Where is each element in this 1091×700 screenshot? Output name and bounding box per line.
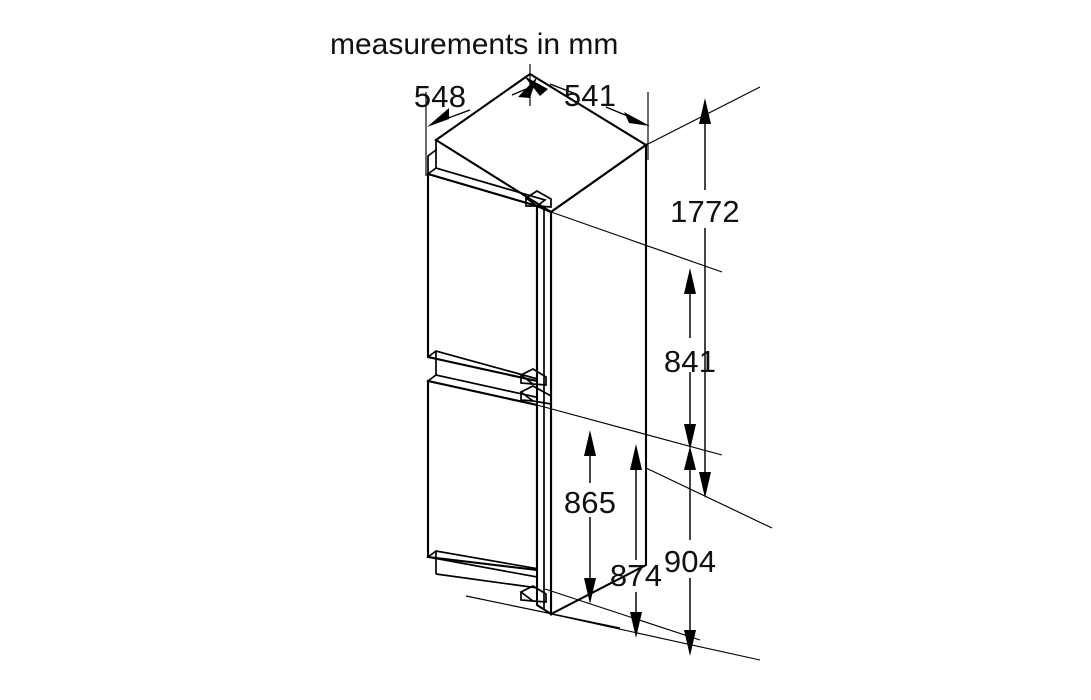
hinge-middle-upper: [519, 368, 547, 386]
appliance-body: [425, 72, 648, 616]
dimension-904: 904: [664, 446, 716, 656]
upper-door-front-face: [426, 172, 539, 383]
upper-door-top-rail: [427, 148, 437, 174]
dim-904-arrow-top: [684, 446, 696, 470]
dim-865-arrow-top: [584, 430, 596, 456]
dim-874-arrow-top: [630, 444, 642, 470]
dimension-841: 841: [664, 268, 716, 450]
dim-841-arrow-top: [684, 268, 696, 294]
ext-865-bottom-leader: [465, 595, 621, 629]
dim-1772-label: 1772: [670, 194, 740, 229]
right-side-face: [549, 142, 648, 616]
plinth-bottom-line: [435, 570, 546, 590]
dim-865-label: 865: [564, 485, 616, 520]
dim-865-arrow-bottom: [584, 578, 596, 604]
hinge-middle-upper-edge: [520, 375, 534, 385]
dim-548-arrow-left: [427, 108, 449, 127]
upper-door-top-bevel: [426, 167, 547, 207]
dim-541-arrow-right: [624, 112, 650, 126]
dim-1772-arrow-top: [699, 98, 711, 124]
hinge-top: [524, 190, 552, 208]
ext-841-top-leader: [550, 211, 723, 273]
lower-door-front-face: [426, 379, 539, 572]
dim-904-label: 904: [664, 544, 716, 579]
dim-541-label: 541: [564, 78, 616, 113]
dim-874-label: 874: [610, 558, 662, 593]
ext-841-bottom-leader: [536, 404, 723, 456]
dim-548-label: 548: [414, 79, 466, 114]
hinge-bottom: [519, 585, 547, 603]
dimension-548: 548: [414, 77, 539, 127]
dim-541-arrow-left: [524, 76, 548, 96]
hinge-bottom-edge: [520, 592, 534, 602]
ext-bottom-leader: [550, 613, 761, 661]
dimension-874: 874: [610, 444, 662, 638]
dim-841-arrow-bottom: [684, 424, 696, 450]
hinge-middle-lower-edge: [520, 392, 534, 402]
dim-541-line-a: [549, 83, 577, 95]
hinge-top-edge: [525, 198, 537, 207]
dim-1772-arrow-bottom: [699, 472, 711, 498]
dimension-541: 541: [524, 76, 650, 126]
hinge-middle-lower: [519, 385, 552, 406]
dimension-1772: 1772: [670, 98, 740, 498]
dim-841-label: 841: [664, 344, 716, 379]
dimension-865: 865: [564, 430, 616, 604]
dim-904-arrow-bottom: [684, 630, 696, 656]
dim-874-arrow-bottom: [630, 612, 642, 638]
ext-874-bottom-leader: [544, 588, 701, 641]
ext-904-top-leader: [645, 467, 773, 529]
drawing-title: measurements in mm: [330, 28, 618, 61]
extension-lines: [425, 64, 773, 661]
